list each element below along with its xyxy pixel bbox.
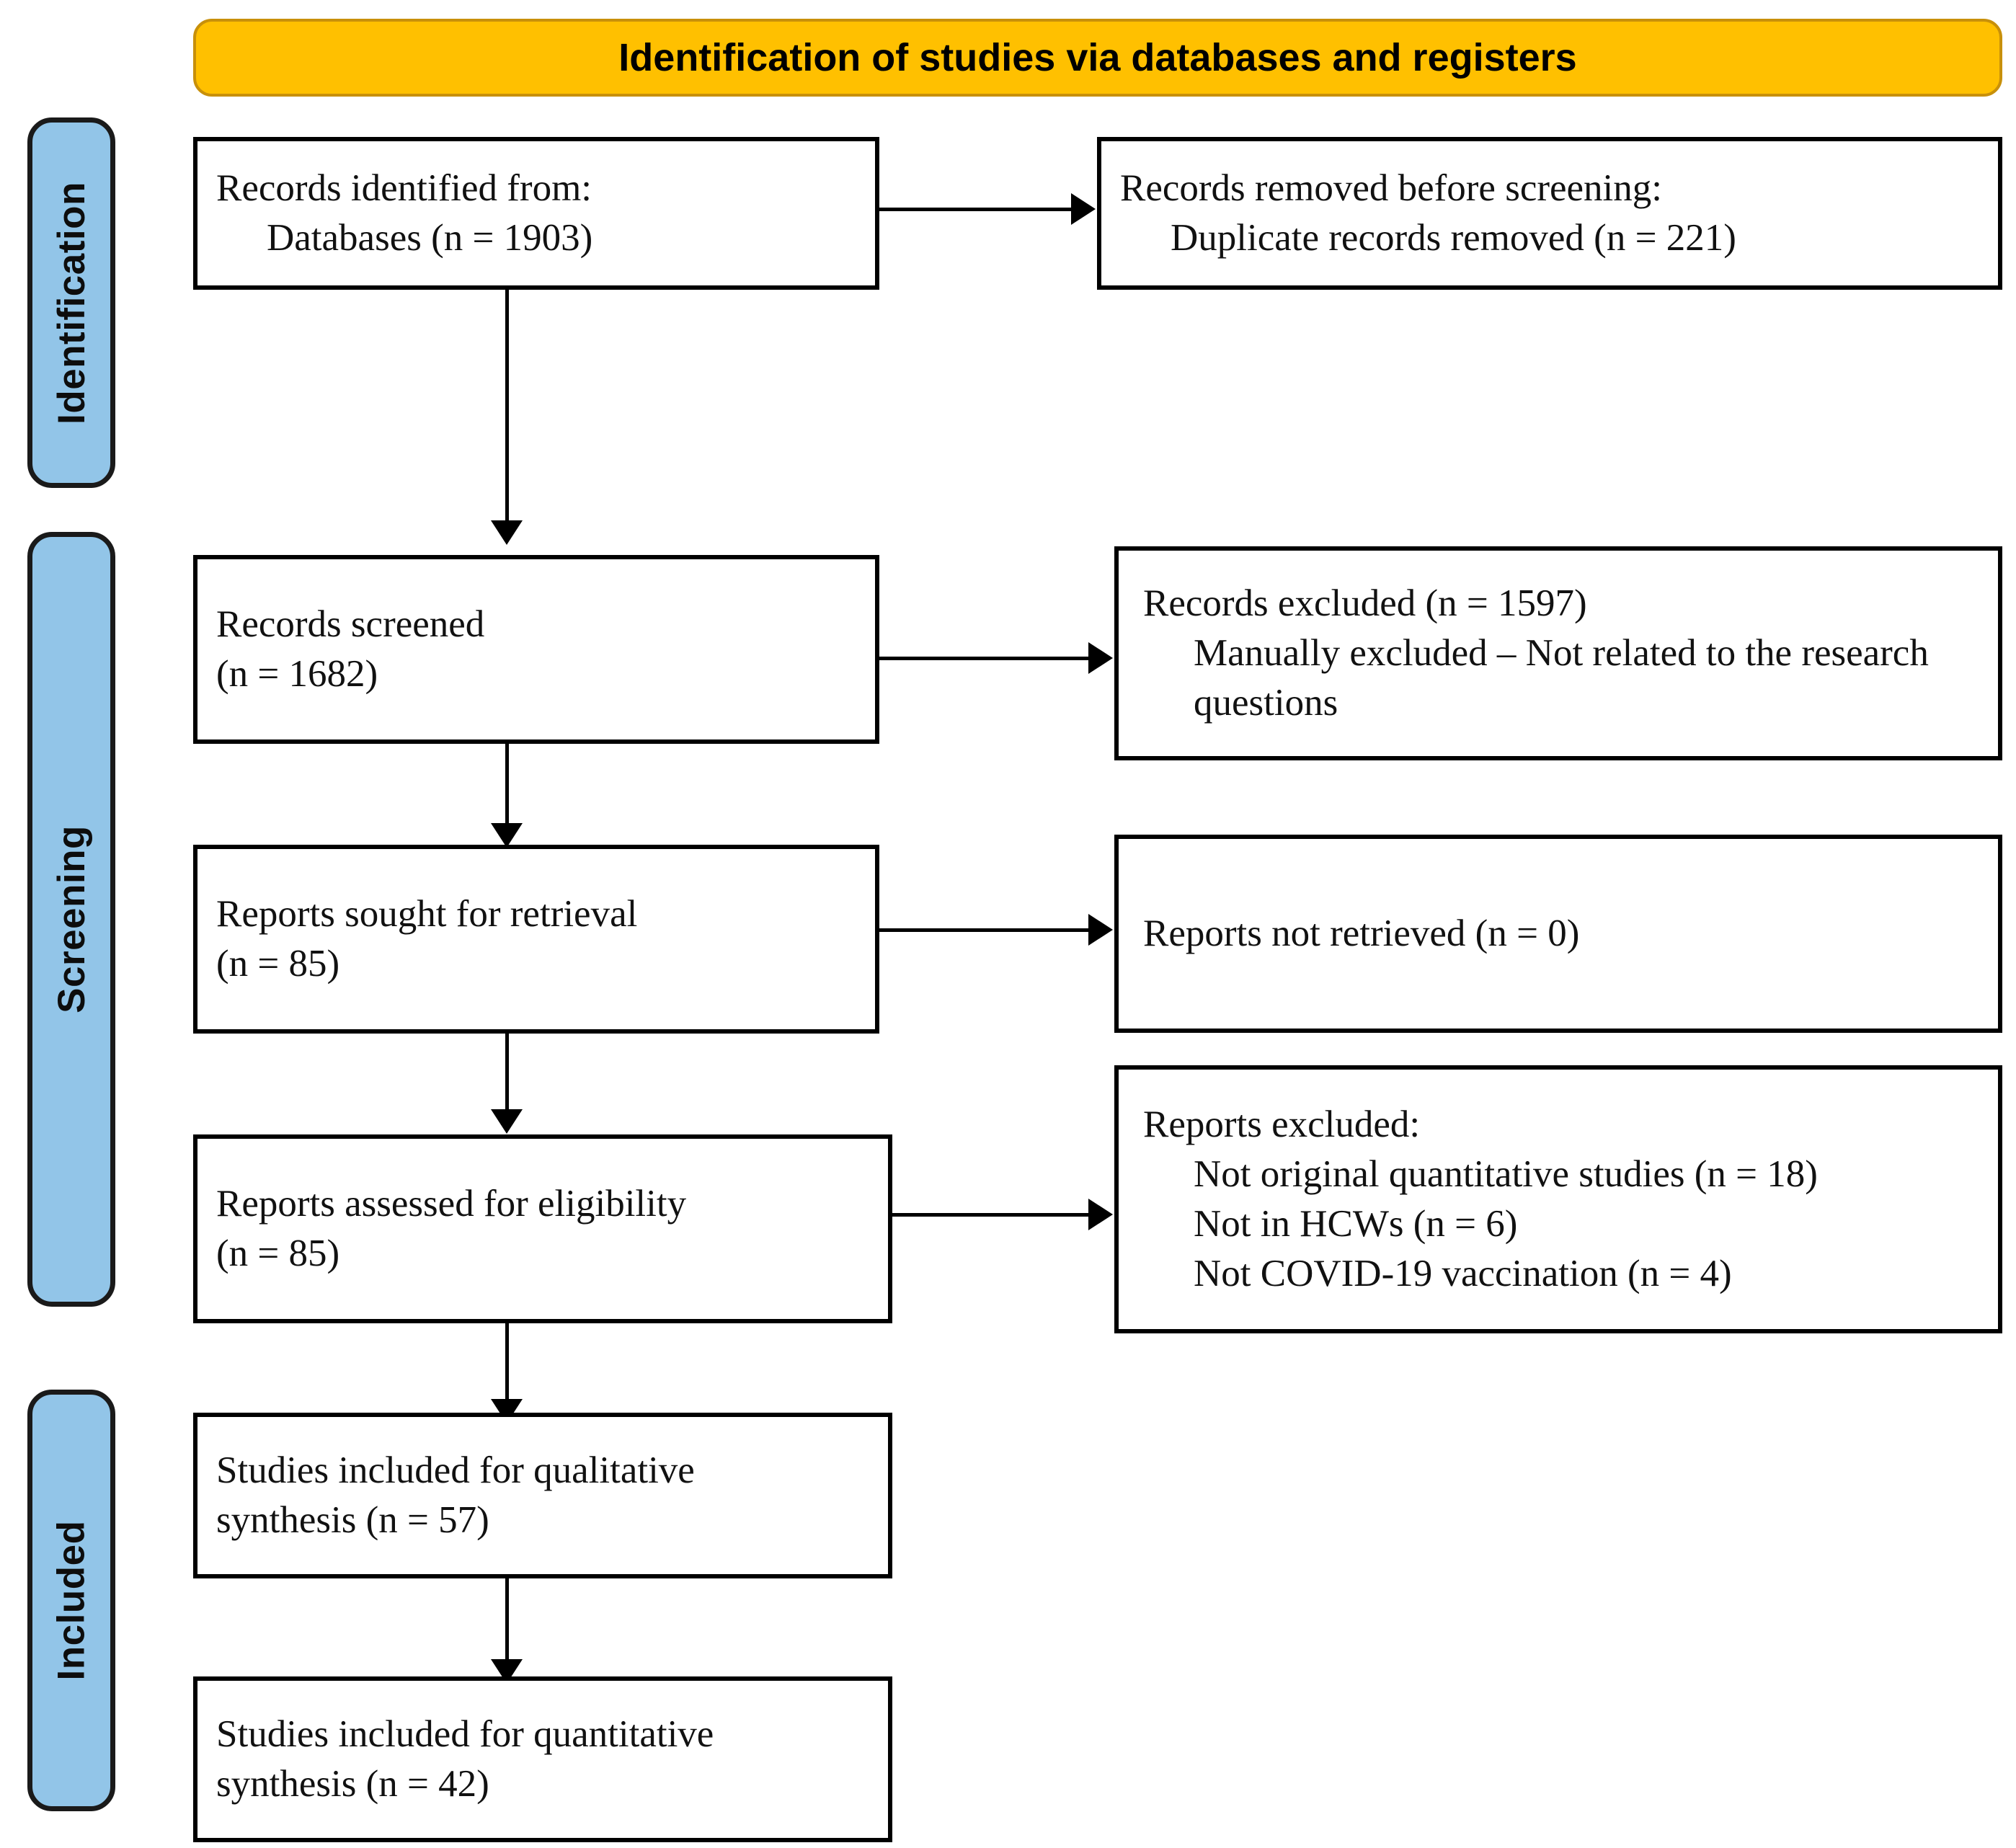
connector-screened-to-excluded [879,657,1090,660]
node-reports-assessed: Reports assessed for eligibility (n = 85… [193,1134,892,1323]
arrowhead-assessed-to-reports-excluded [1088,1199,1113,1230]
stage-rail-identification: Identification [27,117,115,488]
arrowhead-sought-to-assessed [491,1109,523,1134]
reports-excluded-line2: Not original quantitative studies (n = 1… [1194,1153,1818,1196]
quantitative-synthesis-line1: Studies included for quantitative [216,1713,714,1756]
records-screened-line2: (n = 1682) [216,653,378,695]
reports-sought-line1: Reports sought for retrieval [216,893,638,936]
stage-rail-included: Included [27,1390,115,1811]
node-records-removed: Records removed before screening: Duplic… [1097,137,2002,290]
quantitative-synthesis-line2: synthesis (n = 42) [216,1763,489,1805]
node-records-screened: Records screened (n = 1682) [193,555,879,744]
connector-qualitative-to-quantitative [505,1578,509,1666]
node-reports-sought: Reports sought for retrieval (n = 85) [193,845,879,1034]
reports-excluded-line1: Reports excluded: [1143,1103,1421,1146]
records-identified-line2: Databases (n = 1903) [267,217,593,259]
qualitative-synthesis-line1: Studies included for qualitative [216,1449,695,1492]
reports-not-retrieved-line1: Reports not retrieved (n = 0) [1143,912,1580,955]
reports-excluded-line4: Not COVID-19 vaccination (n = 4) [1194,1252,1732,1294]
reports-assessed-line1: Reports assessed for eligibility [216,1183,687,1225]
arrowhead-screened-to-excluded [1088,642,1113,674]
node-qualitative-synthesis: Studies included for qualitative synthes… [193,1413,892,1578]
connector-assessed-to-reports-excluded [892,1213,1090,1217]
records-removed-line2: Duplicate records removed (n = 221) [1171,217,1736,259]
connector-identified-to-screened [505,290,509,528]
stage-rail-screening: Screening [27,532,115,1307]
connector-identified-to-removed [879,208,1073,211]
node-reports-excluded: Reports excluded: Not original quantitat… [1114,1065,2002,1333]
qualitative-synthesis-line2: synthesis (n = 57) [216,1499,489,1541]
connector-sought-to-assessed [505,1034,509,1116]
reports-assessed-line2: (n = 85) [216,1232,340,1274]
arrowhead-screened-to-sought [491,823,523,848]
stage-label-screening: Screening [50,825,93,1013]
arrowhead-sought-to-not-retrieved [1088,914,1113,946]
stage-label-identification: Identification [50,181,93,425]
records-excluded-line2: Manually excluded – Not related to the r… [1194,632,1929,724]
reports-sought-line2: (n = 85) [216,943,340,985]
records-screened-line1: Records screened [216,603,485,646]
arrowhead-identified-to-screened [491,520,523,545]
connector-assessed-to-qualitative [505,1323,509,1406]
arrowhead-identified-to-removed [1071,193,1096,225]
connector-sought-to-not-retrieved [879,928,1090,932]
records-removed-line1: Records removed before screening: [1120,167,1662,210]
reports-excluded-line3: Not in HCWs (n = 6) [1194,1203,1518,1245]
records-identified-line1: Records identified from: [216,167,592,210]
records-excluded-line1: Records excluded (n = 1597) [1143,582,1587,625]
diagram-header-banner: Identification of studies via databases … [193,19,2002,97]
diagram-title: Identification of studies via databases … [618,36,1577,79]
node-records-identified: Records identified from: Databases (n = … [193,137,879,290]
connector-screened-to-sought [505,744,509,830]
node-quantitative-synthesis: Studies included for quantitative synthe… [193,1676,892,1842]
node-reports-not-retrieved: Reports not retrieved (n = 0) [1114,835,2002,1033]
node-records-excluded: Records excluded (n = 1597) Manually exc… [1114,546,2002,760]
stage-label-included: Included [50,1520,93,1681]
